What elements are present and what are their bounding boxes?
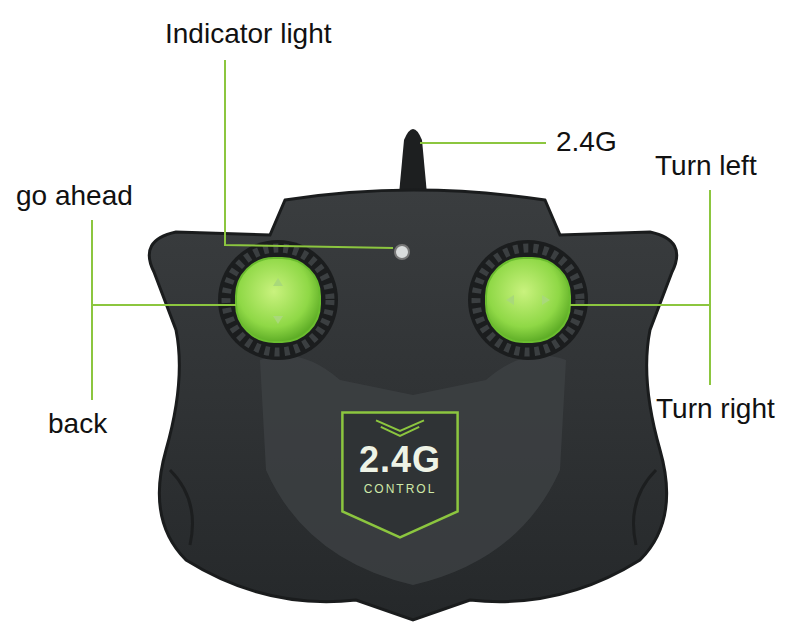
joystick-ring xyxy=(468,240,588,360)
joystick-ring xyxy=(218,240,338,360)
badge-shield: 2.4G CONTROL xyxy=(340,410,460,540)
direction-label: Turn right xyxy=(656,393,775,425)
inner-panel xyxy=(260,356,566,586)
part-label: Indicator light xyxy=(165,18,332,50)
ring-tread xyxy=(476,248,580,352)
badge-title: 2.4G xyxy=(354,440,446,480)
part-label: 2.4G xyxy=(556,126,617,158)
direction-label: back xyxy=(48,408,107,440)
grip-line xyxy=(170,470,193,545)
direction-label: go ahead xyxy=(16,180,133,212)
leader-lines xyxy=(92,60,710,400)
controller-body xyxy=(149,190,676,620)
joystick-cap xyxy=(486,258,570,342)
indicator-led xyxy=(395,245,409,259)
ring-tread xyxy=(226,248,330,352)
badge-subtitle: CONTROL xyxy=(354,482,446,498)
direction-label: Turn left xyxy=(655,150,757,182)
joystick-cap xyxy=(236,258,320,342)
arrow-marks xyxy=(273,278,283,324)
grip-line xyxy=(634,470,657,545)
arrow-marks xyxy=(506,295,550,305)
